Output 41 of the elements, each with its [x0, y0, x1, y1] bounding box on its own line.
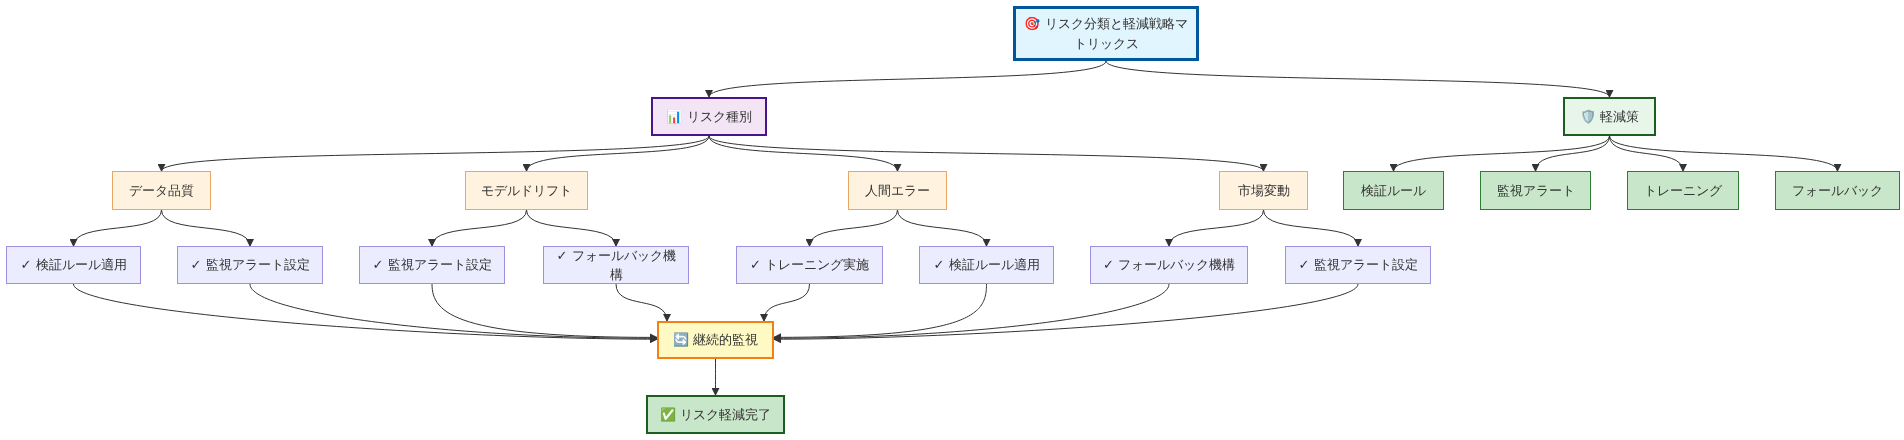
arrow [1105, 60, 1611, 98]
arrow [711, 358, 720, 396]
measure-box: フォールバック [1775, 171, 1900, 210]
arrow [1392, 135, 1610, 172]
arrow [807, 209, 898, 247]
arrow [897, 209, 989, 247]
arrow [708, 135, 899, 172]
process-box: 🔄 継続的監視 [657, 321, 774, 359]
action-box: ✓ 監視アラート設定 [359, 246, 505, 284]
category-box: 🛡 軽減策 [1563, 97, 1656, 136]
action-box: ✓ 検証ルール適用 [919, 246, 1054, 284]
risk-box: モデルドリフト [465, 171, 588, 210]
arrow [773, 283, 1359, 344]
risk-box: データ品質 [112, 171, 211, 210]
arrow [71, 209, 162, 247]
arrow [708, 135, 1265, 172]
arrow [73, 283, 658, 344]
action-box: ✓ フォールバック機構 [543, 246, 689, 284]
risk-box: 市場変動 [1219, 171, 1308, 210]
action-box: ✓ フォールバック機構 [1090, 246, 1248, 284]
action-box: ✓ 監視アラート設定 [1285, 246, 1431, 284]
arrow [526, 209, 618, 247]
arrow [160, 135, 710, 172]
title-box: 🎯 リスク分類と軽減戦略マトリックス [1013, 6, 1199, 61]
arrow [761, 283, 810, 322]
arrow [1609, 135, 1686, 172]
arrow [708, 60, 1107, 98]
action-box: ✓ トレーニング実施 [736, 246, 883, 284]
measure-box: トレーニング [1627, 171, 1739, 210]
end-box: ✅ リスク軽減完了 [646, 395, 785, 434]
arrow [525, 135, 710, 172]
risk-box: 人間エラー [848, 171, 947, 210]
action-box: ✓ 監視アラート設定 [177, 246, 323, 284]
action-box: ✓ 検証ルール適用 [6, 246, 141, 284]
category-box: 📊 リスク種別 [651, 97, 767, 136]
arrow [1263, 209, 1360, 247]
measure-box: 検証ルール [1343, 171, 1444, 210]
arrow [1609, 135, 1839, 172]
measure-box: 監視アラート [1480, 171, 1591, 210]
arrow [615, 283, 670, 322]
arrow [161, 209, 252, 247]
